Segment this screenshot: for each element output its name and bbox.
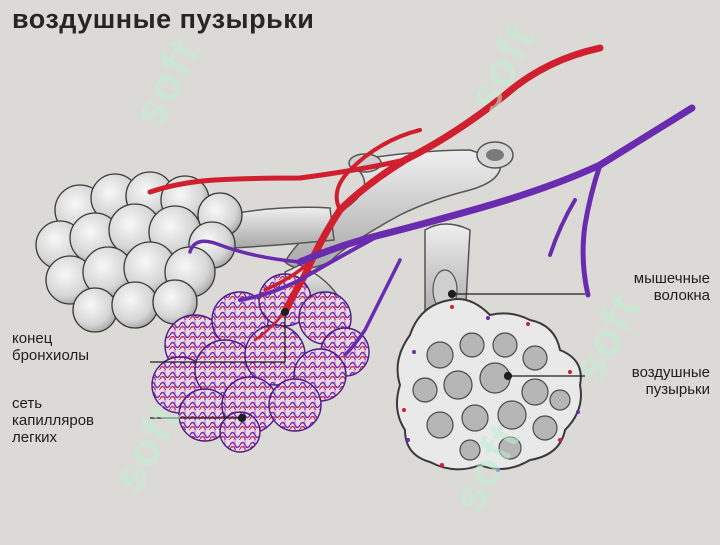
- label-alveoli: воздушные пузырьки: [631, 364, 710, 398]
- alveolar-sac-section: [395, 298, 582, 472]
- label-bronchiole-end: конец бронхиолы: [12, 330, 89, 364]
- alveoli-cluster-left: [35, 171, 243, 333]
- page-title: воздушные пузырьки: [12, 4, 315, 34]
- label-capillary-net: сеть капилляров легких: [12, 395, 95, 446]
- label-muscle-fibers: мышечные волокна: [633, 270, 710, 304]
- pulmonary-vein: [188, 104, 696, 357]
- leader-lines: [150, 289, 585, 423]
